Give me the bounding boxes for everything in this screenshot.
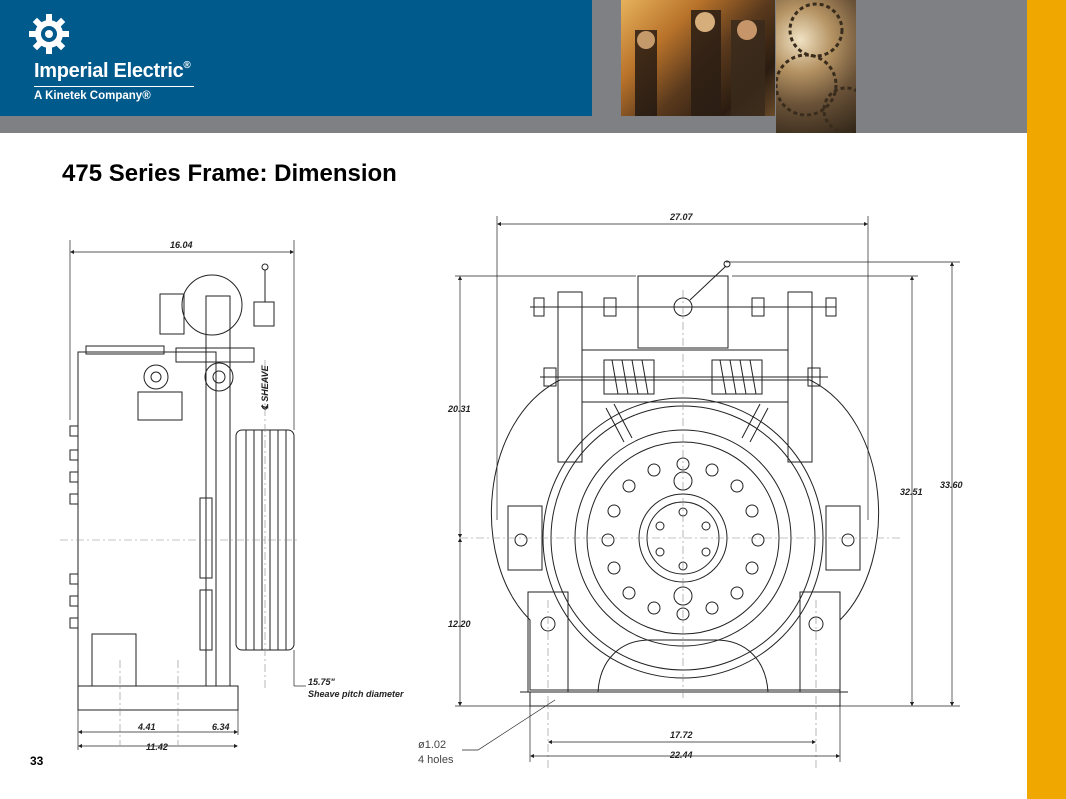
page-number: 33 bbox=[30, 754, 44, 768]
logo-panel: Imperial Electric® A Kinetek Company® bbox=[0, 0, 592, 116]
side-view-dimensions bbox=[69, 240, 306, 750]
side-base-dim-a-label: 4.41 bbox=[137, 722, 156, 732]
hole-count-label: 4 holes bbox=[418, 754, 454, 766]
front-view bbox=[490, 260, 880, 707]
side-view bbox=[69, 263, 295, 711]
brand-underline bbox=[34, 86, 194, 87]
header-photo-people bbox=[621, 0, 775, 116]
front-height-upper-label: 20.31 bbox=[447, 404, 471, 414]
brand-tagline: A Kinetek Company® bbox=[34, 90, 151, 102]
front-height-lower-label: 12.20 bbox=[448, 619, 471, 629]
front-view-centerlines bbox=[460, 290, 900, 770]
front-height-to-center-label: 32.51 bbox=[900, 487, 923, 497]
sheave-pitch-value: 15.75" bbox=[308, 677, 336, 687]
front-overall-width-label: 27.07 bbox=[669, 212, 694, 222]
front-base-hole-spacing-label: 17.72 bbox=[670, 730, 693, 740]
header-photo-gears bbox=[776, 0, 856, 133]
side-overall-width-label: 16.04 bbox=[170, 240, 193, 250]
side-view-centerlines bbox=[60, 360, 300, 745]
slide-title: 475 Series Frame: Dimension bbox=[62, 160, 397, 187]
sheave-centerline-label: ℄ SHEAVE bbox=[260, 364, 270, 410]
dimension-drawing: 16.04 4.41 6.34 11.42 ℄ SHEAVE 15.75" Sh… bbox=[60, 212, 963, 770]
gear-logo-icon bbox=[29, 14, 69, 54]
sheave-pitch-label: Sheave pitch diameter bbox=[308, 689, 404, 699]
registered-mark: ® bbox=[183, 60, 191, 71]
side-base-dim-b-label: 6.34 bbox=[212, 722, 230, 732]
front-overall-height-label: 33.60 bbox=[940, 480, 963, 490]
side-base-overall-label: 11.42 bbox=[146, 742, 168, 752]
hole-diameter-label: ø1.02 bbox=[418, 739, 446, 751]
accent-bar bbox=[1027, 0, 1066, 799]
brand-name: Imperial Electric® bbox=[34, 60, 191, 82]
front-base-overall-label: 22.44 bbox=[669, 750, 693, 760]
front-view-dimensions bbox=[455, 216, 960, 762]
